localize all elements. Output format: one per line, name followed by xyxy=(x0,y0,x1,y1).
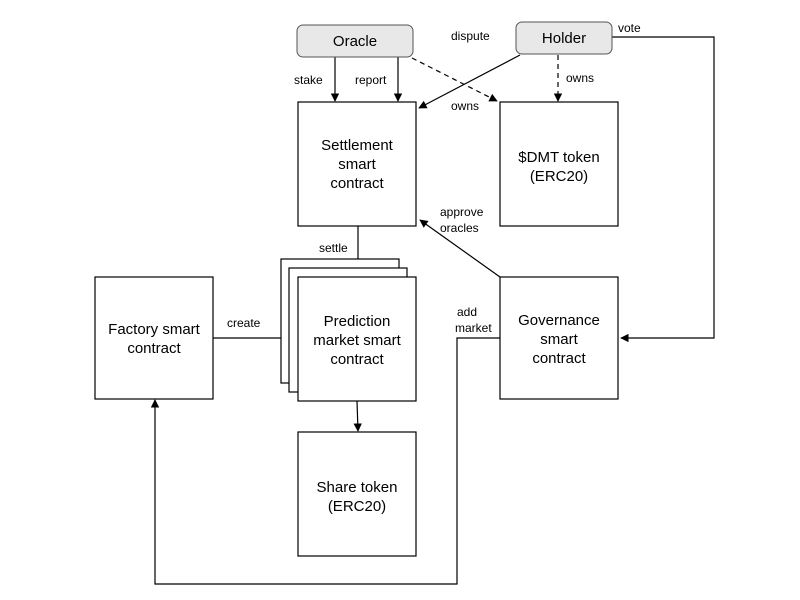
edge-prediction-share xyxy=(353,400,362,432)
share-label-line-2: (ERC20) xyxy=(328,498,386,515)
edge-label-market: market xyxy=(455,321,492,335)
share-label-line-1: Share token xyxy=(317,479,398,496)
share-token-node: Share token (ERC20) xyxy=(297,431,417,557)
edge-governance-approve-oracles xyxy=(419,219,501,278)
edge-label-settle: settle xyxy=(319,241,348,255)
governance-label-line-2: smart xyxy=(540,331,578,348)
edge-label-stake: stake xyxy=(294,73,323,87)
edge-label-vote: vote xyxy=(618,21,641,35)
edge-label-owns-holder: owns xyxy=(566,71,594,85)
governance-contract-node: Governance smart contract xyxy=(499,276,619,400)
edge-add-market xyxy=(150,337,500,585)
edge-label-owns-settlement: owns xyxy=(451,99,479,113)
edge-label-add: add xyxy=(457,305,477,319)
governance-label-line-1: Governance xyxy=(518,312,600,329)
settlement-label-line-2: smart xyxy=(338,156,376,173)
edge-holder-owns-settlement xyxy=(418,54,521,109)
factory-contract-node: Factory smart contract xyxy=(94,276,214,400)
factory-label-line-1: Factory smart xyxy=(108,321,201,338)
edge-label-oracles: oracles xyxy=(440,221,479,235)
dmt-label-line-2: (ERC20) xyxy=(530,168,588,185)
edge-label-report: report xyxy=(355,73,387,87)
prediction-label-line-3: contract xyxy=(330,351,384,368)
oracle-label: Oracle xyxy=(333,33,377,50)
edge-oracle-dispute xyxy=(411,57,498,102)
dmt-label-line-1: $DMT token xyxy=(518,149,599,166)
edge-label-create: create xyxy=(227,316,261,330)
holder-label: Holder xyxy=(542,30,586,47)
prediction-stack-front xyxy=(297,276,417,402)
edge-holder-vote xyxy=(612,36,715,343)
holder-node: Holder xyxy=(515,21,613,55)
settlement-label-line-1: Settlement xyxy=(321,137,394,154)
settlement-label-line-3: contract xyxy=(330,175,384,192)
edge-label-dispute: dispute xyxy=(451,29,490,43)
prediction-label-line-2: market smart xyxy=(313,332,401,349)
dmt-token-node: $DMT token (ERC20) xyxy=(499,101,619,227)
settlement-contract-node: Settlement smart contract xyxy=(297,101,417,227)
prediction-market-node: Prediction market smart contract xyxy=(280,258,417,402)
prediction-label-line-1: Prediction xyxy=(324,313,391,330)
governance-label-line-3: contract xyxy=(532,350,586,367)
factory-label-line-2: contract xyxy=(127,340,181,357)
edge-label-approve: approve xyxy=(440,205,484,219)
oracle-node: Oracle xyxy=(296,24,414,58)
